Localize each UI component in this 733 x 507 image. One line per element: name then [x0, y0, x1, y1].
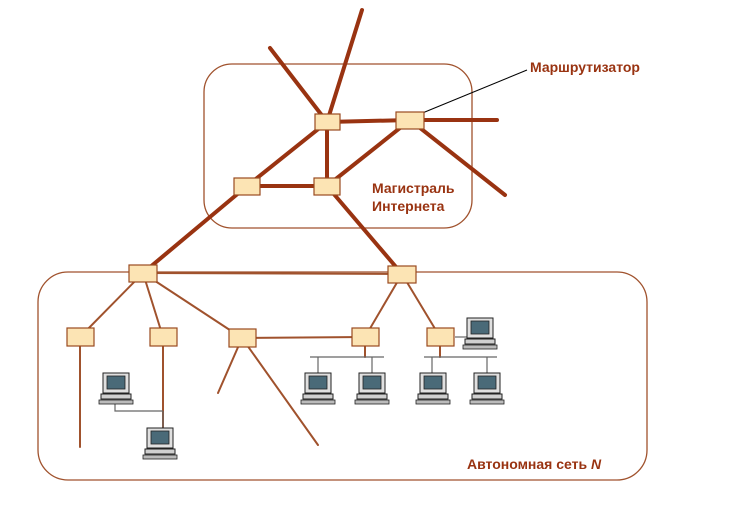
backbone-link	[268, 46, 329, 124]
lan-link	[364, 273, 403, 338]
autonomous-network-region	[37, 271, 648, 481]
router-icon	[426, 327, 455, 347]
router-icon	[314, 113, 341, 131]
backbone-link	[325, 184, 404, 276]
router-label: Маршрутизатор	[530, 59, 640, 75]
computer-connectors	[114, 336, 497, 428]
internet-backbone-region	[203, 63, 473, 229]
router-icon	[128, 264, 158, 283]
router-icon	[395, 111, 425, 130]
autonomous-network-label-var: N	[590, 456, 602, 472]
router-icon	[351, 327, 380, 347]
backbone-label-line2: Интернета	[372, 198, 445, 214]
router-pointer-line	[419, 69, 528, 115]
autonomous-network-label: Автономная сеть N	[467, 455, 601, 473]
lan-link	[79, 272, 144, 338]
router-icon	[228, 328, 257, 348]
backbone-link	[141, 184, 249, 275]
backbone-link	[325, 118, 412, 188]
router-icon	[387, 265, 417, 284]
lan-link	[142, 272, 243, 339]
backbone-label: Магистраль Интернета	[372, 179, 455, 215]
backbone-label-line1: Магистраль	[372, 180, 455, 196]
lan-link	[401, 273, 441, 338]
router-icon	[66, 327, 95, 347]
autonomous-network-label-text: Автономная сеть	[467, 456, 588, 472]
lan-link	[142, 272, 403, 275]
computer-icon	[354, 372, 390, 405]
computer-icon	[300, 372, 336, 405]
computer-icon	[98, 372, 134, 405]
backbone-link	[245, 120, 329, 188]
lan-links	[79, 272, 441, 448]
router-icon	[313, 177, 341, 196]
lan-link	[241, 336, 366, 339]
backbone-link	[325, 8, 364, 124]
router-icon	[149, 327, 178, 347]
computer-icon	[142, 427, 178, 460]
backbone-link	[408, 118, 507, 197]
computer-icon	[462, 317, 498, 350]
backbone-links	[141, 8, 507, 276]
computer-icon	[415, 372, 451, 405]
routers	[66, 111, 455, 348]
lan-link	[241, 337, 319, 446]
router-icon	[233, 177, 261, 196]
lan-link	[142, 272, 164, 338]
computer-icon	[469, 372, 505, 405]
